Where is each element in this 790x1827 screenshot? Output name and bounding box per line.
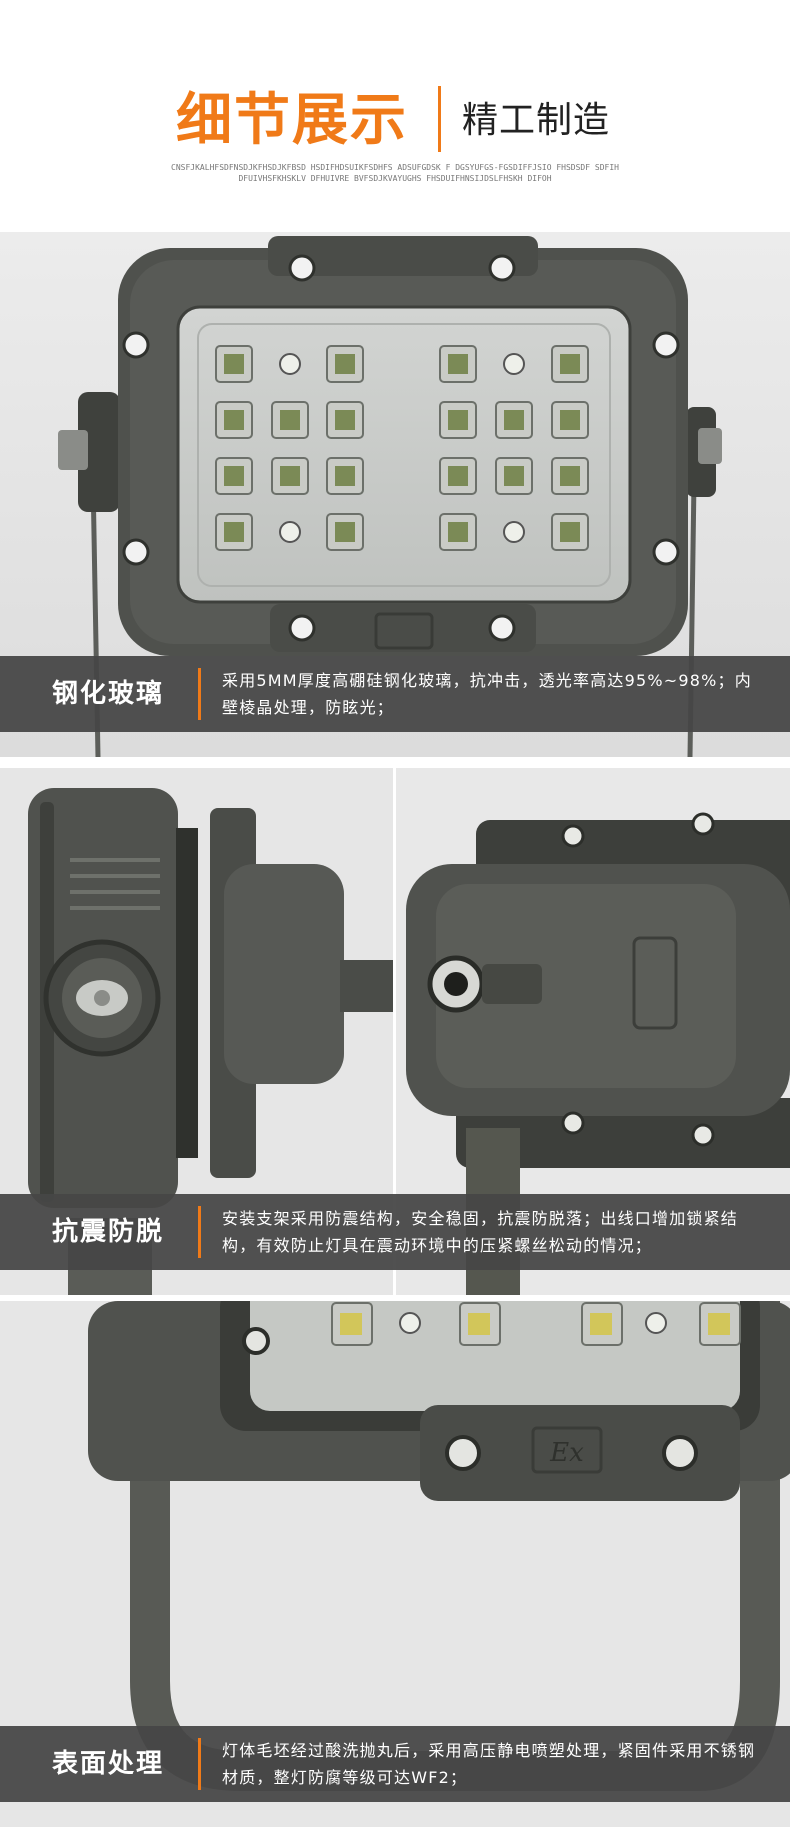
product-surface-panel: Ex 表面处理 灯体毛坯经过酸洗抛丸后，采用高压静电喷塑处理，紧固件采用不锈钢材…	[0, 1301, 790, 1827]
feature-title: 抗震防脱	[52, 1217, 165, 1247]
feature-band-anti-shock: 抗震防脱 安装支架采用防震结构，安全稳固，抗震防脱落；出线口增加锁紧结构，有效防…	[0, 1194, 790, 1270]
product-front-panel: 钢化玻璃 采用5MM厚度高硼硅钢化玻璃，抗冲击，透光率高达95%~98%；内壁棱…	[0, 232, 790, 757]
page-title: 细节展示	[176, 88, 408, 153]
floodlight-front-illustration	[0, 232, 790, 757]
feature-description: 灯体毛坯经过酸洗抛丸后，采用高压静电喷塑处理，紧固件采用不锈钢材质，整灯防腐等级…	[222, 1741, 756, 1787]
feature-divider	[198, 668, 201, 720]
page-subtitle: 精工制造	[462, 100, 611, 141]
feature-description: 安装支架采用防震结构，安全稳固，抗震防脱落；出线口增加锁紧结构，有效防止灯具在震…	[222, 1209, 739, 1255]
feature-band-tempered-glass: 钢化玻璃 采用5MM厚度高硼硅钢化玻璃，抗冲击，透光率高达95%~98%；内壁棱…	[0, 656, 790, 732]
feature-band-surface-treatment: 表面处理 灯体毛坯经过酸洗抛丸后，采用高压静电喷塑处理，紧固件采用不锈钢材质，整…	[0, 1726, 790, 1802]
ex-mark: Ex	[549, 1438, 584, 1468]
feature-divider	[198, 1206, 201, 1258]
page-header: 细节展示 精工制造 CNSFJKALHFSDFNSDJKFHSDJKFBSD H…	[0, 0, 790, 232]
title-divider	[438, 86, 441, 152]
feature-title: 钢化玻璃	[52, 679, 165, 709]
feature-divider	[198, 1738, 201, 1790]
feature-description: 采用5MM厚度高硼硅钢化玻璃，抗冲击，透光率高达95%~98%；内壁棱晶处理，防…	[222, 671, 752, 717]
feature-title: 表面处理	[52, 1749, 165, 1779]
decorative-caption: CNSFJKALHFSDFNSDJKFHSDJKFBSD HSDIFHDSUIK…	[171, 163, 619, 183]
